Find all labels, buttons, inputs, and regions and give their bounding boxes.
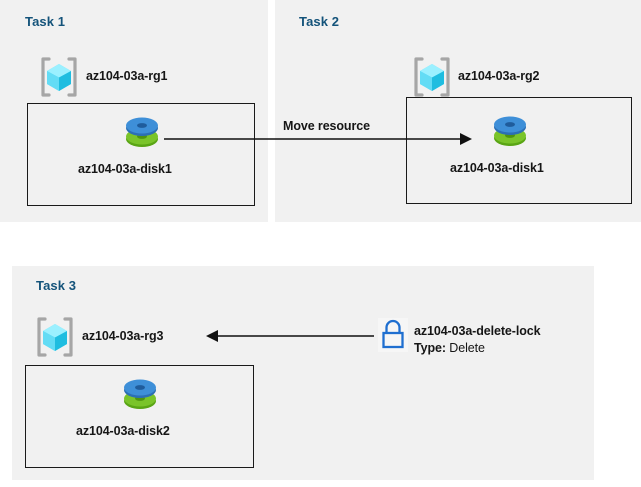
task-1-resource-group-label: az104-03a-rg1 xyxy=(86,69,168,83)
move-resource-label: Move resource xyxy=(283,119,370,133)
delete-lock-type-key: Type: xyxy=(414,341,446,355)
move-resource-arrow xyxy=(164,133,472,145)
task-2-resource-box xyxy=(406,97,632,204)
task-1-resource-label: az104-03a-disk1 xyxy=(78,162,172,176)
delete-lock-type-value: Delete xyxy=(449,341,485,355)
task-3-resource-group-label: az104-03a-rg3 xyxy=(82,329,164,343)
task-1-title: Task 1 xyxy=(25,14,66,29)
managed-disk-icon xyxy=(122,114,162,152)
task-2-title: Task 2 xyxy=(299,14,340,29)
task-3-title: Task 3 xyxy=(36,278,77,293)
padlock-icon xyxy=(378,318,408,352)
resource-group-icon xyxy=(410,56,454,98)
managed-disk-icon xyxy=(120,376,160,414)
delete-lock-type-row: Type: Delete xyxy=(414,341,485,355)
task-3-resource-box xyxy=(25,365,254,468)
resource-group-icon xyxy=(37,56,81,98)
task-3-resource-label: az104-03a-disk2 xyxy=(76,424,170,438)
delete-lock-arrow xyxy=(206,330,374,342)
task-2-panel xyxy=(275,0,641,222)
task-1-panel xyxy=(0,0,268,222)
managed-disk-icon xyxy=(490,113,530,151)
task-2-resource-label: az104-03a-disk1 xyxy=(450,161,544,175)
task-2-resource-group-label: az104-03a-rg2 xyxy=(458,69,540,83)
delete-lock-name-label: az104-03a-delete-lock xyxy=(414,324,541,338)
task-1-resource-box xyxy=(27,103,255,206)
resource-group-icon xyxy=(33,316,77,358)
task-3-panel xyxy=(12,266,594,480)
